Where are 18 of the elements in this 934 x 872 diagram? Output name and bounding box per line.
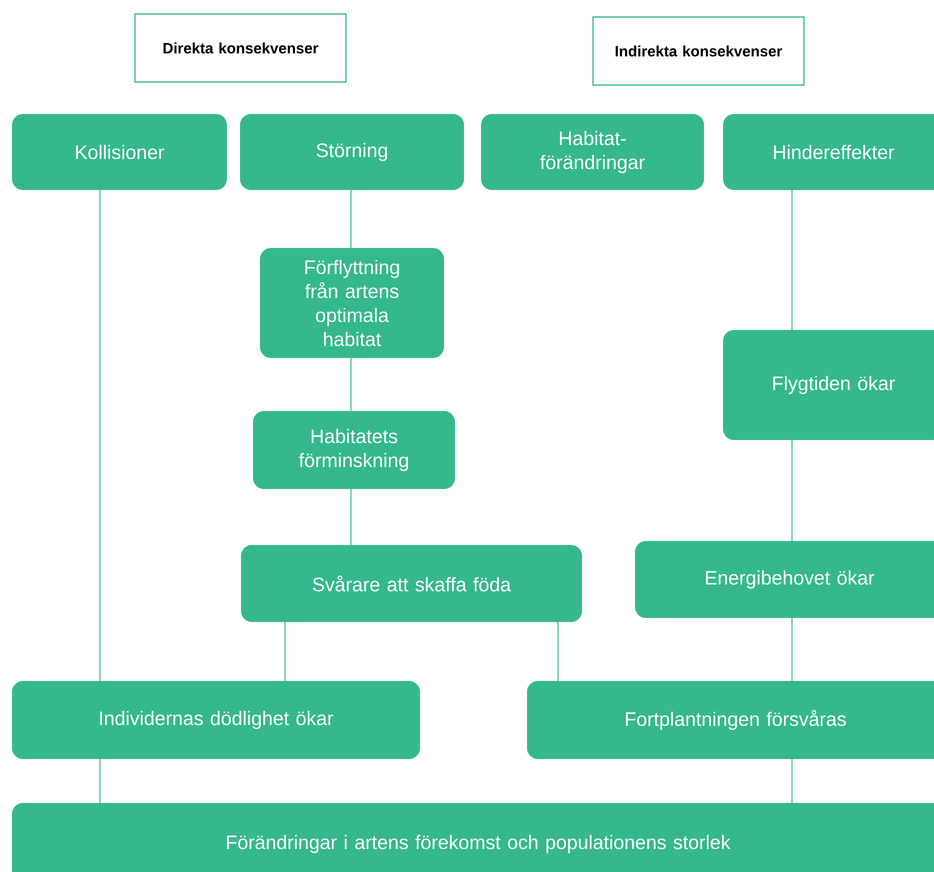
process-box: Fortplantningen försvåras [527,681,934,759]
heading-box: Direkta konsekvenser [134,13,347,83]
process-box: Habitatets förminskning [253,411,455,489]
process-box: Kollisioner [12,114,227,190]
process-box: Störning [240,114,464,190]
connector-line [350,488,352,546]
process-box: Förändringar i artens förekomst och populationens storlek [12,803,934,872]
connector-line [350,190,352,248]
process-box: Energibehovet ökar [635,541,934,618]
process-box: Habitat-förändringar [481,114,704,190]
process-box: Svårare att skaffa föda [241,545,582,622]
process-box: Förflyttning från artens optimala habitat [260,248,444,358]
connector-line [284,622,286,682]
heading-box: Indirekta konsekvenser [592,16,805,86]
connector-line [350,358,352,412]
process-box: Hindereffekter [723,114,934,190]
process-box: Individernas dödlighet ökar [12,681,420,759]
process-box: Flygtiden ökar [723,330,934,440]
